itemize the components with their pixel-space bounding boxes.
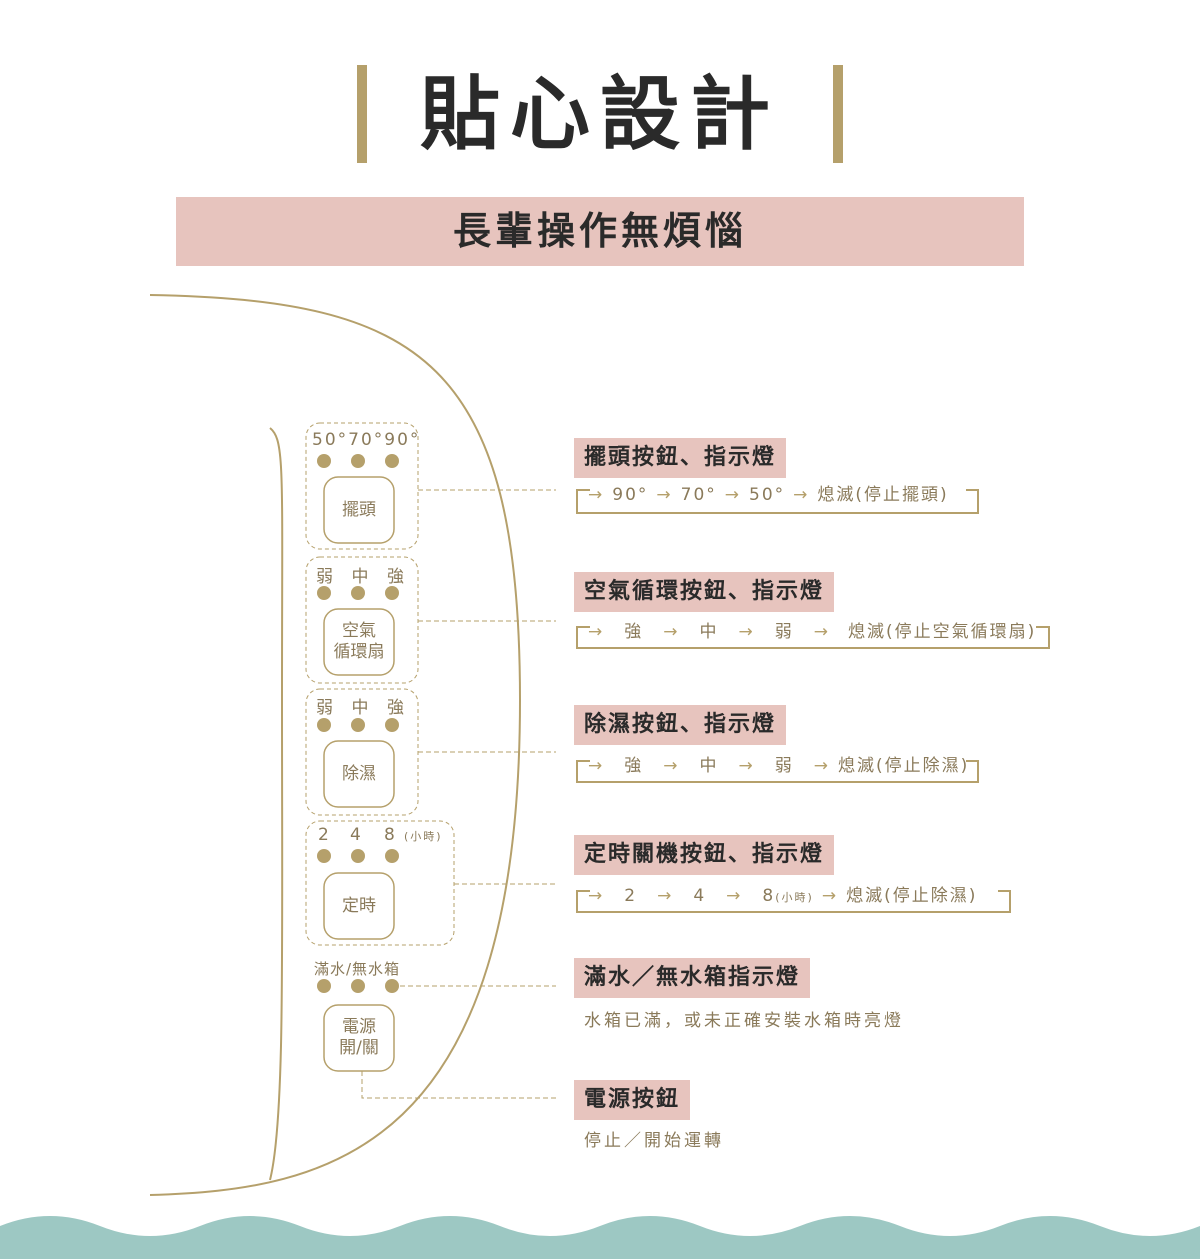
cycle-step: 8 [762, 886, 776, 906]
swing-indicator-labels: 50°70°90° [312, 430, 421, 450]
cycle-end: 熄滅(停止除濕) [846, 886, 978, 906]
cycle-step: 弱 [774, 622, 794, 642]
cycle-step: 4 [693, 886, 707, 906]
indicator-dot [317, 718, 331, 732]
indicator-label-weak: 弱 [316, 567, 335, 587]
indicator-dot [351, 979, 365, 993]
dehumid-cycle-bracket [576, 760, 979, 783]
indicator-label-mid: 中 [351, 698, 371, 718]
swing-annotation-tag: 擺頭按鈕、指示燈 [574, 438, 787, 478]
dehumid-button[interactable]: 除濕 [342, 764, 376, 784]
cycle-step-unit: (小時) [775, 891, 814, 904]
swing-cycle-bracket [576, 489, 979, 514]
indicator-dot [385, 454, 399, 468]
indicator-label-weak: 弱 [316, 698, 335, 718]
indicator-dot [317, 849, 331, 863]
power-button-line1: 電源 [342, 1017, 376, 1037]
indicator-label-strong: 強 [387, 698, 406, 718]
timer-cycle-bracket [576, 890, 1011, 913]
aircirc-cycle-sequence: →強→中→弱→熄滅(停止空氣循環扇) [588, 622, 1037, 642]
swing-group-box [305, 422, 419, 550]
indicator-dot [385, 586, 399, 600]
aircirc-group-box [305, 556, 419, 684]
indicator-label-8h: 8 [384, 825, 397, 845]
cycle-step: 中 [699, 756, 719, 776]
power-annotation-desc: 停止／開始運轉 [584, 1131, 724, 1151]
indicator-dot [385, 979, 399, 993]
water-indicator-label: 滿水/無水箱 [314, 960, 401, 978]
aircirc-cycle-bracket [576, 626, 1050, 649]
cycle-step: 2 [624, 886, 638, 906]
indicator-label-mid: 中 [351, 567, 371, 587]
aircirc-button-shape[interactable] [323, 608, 395, 676]
swing-button-shape[interactable] [323, 476, 395, 544]
cycle-end: 熄滅(停止除濕) [838, 756, 970, 776]
indicator-dot [351, 586, 365, 600]
timer-cycle-sequence: →2→4→8(小時)→熄滅(停止除濕) [588, 886, 978, 906]
dehumid-indicator-labels: 弱 中 強 [316, 693, 406, 718]
indicator-label-strong: 強 [387, 567, 406, 587]
indicator-label-4h: 4 [350, 825, 363, 845]
title-right-bar [833, 65, 843, 163]
dehumid-button-shape[interactable] [323, 740, 395, 808]
dehumid-annotation-tag: 除濕按鈕、指示燈 [574, 705, 787, 745]
indicator-dot [385, 849, 399, 863]
indicator-dot [317, 586, 331, 600]
water-annotation-tag: 滿水／無水箱指示燈 [574, 958, 811, 998]
timer-button[interactable]: 定時 [342, 896, 376, 916]
page-title: 貼心設計 [420, 68, 780, 161]
timer-annotation-tag: 定時關機按鈕、指示燈 [574, 835, 835, 875]
timer-button-shape[interactable] [323, 872, 395, 940]
decorative-wave [0, 1216, 1200, 1259]
panel-edge [269, 427, 284, 1181]
aircirc-button-line1: 空氣 [342, 621, 376, 641]
cycle-step: 50° [749, 485, 786, 505]
power-leader-line [361, 1071, 556, 1099]
cycle-step: 90° [612, 485, 649, 505]
cycle-step: 弱 [774, 756, 794, 776]
indicator-dot [351, 849, 365, 863]
device-outline [149, 294, 522, 1196]
power-button-line2: 開/關 [339, 1038, 379, 1058]
indicator-dot [351, 454, 365, 468]
water-annotation-desc: 水箱已滿，或未正確安裝水箱時亮燈 [584, 1011, 904, 1031]
indicator-dot [317, 979, 331, 993]
aircirc-button[interactable]: 空氣 循環扇 [324, 621, 394, 663]
cycle-step: 強 [624, 622, 644, 642]
timer-group-box [305, 820, 455, 946]
subtitle-banner: 長輩操作無煩惱 [176, 197, 1024, 266]
indicator-dot [317, 454, 331, 468]
indicator-label-2h: 2 [318, 825, 331, 845]
power-button-shape[interactable] [323, 1004, 395, 1072]
cycle-end: 熄滅(停止空氣循環扇) [848, 622, 1037, 642]
swing-button[interactable]: 擺頭 [342, 500, 376, 520]
title-area: 貼心設計 [0, 60, 1200, 170]
power-annotation-tag: 電源按鈕 [574, 1080, 691, 1120]
power-button[interactable]: 電源 開/關 [324, 1017, 394, 1059]
cycle-step: 70° [680, 485, 717, 505]
cycle-end: 熄滅(停止擺頭) [817, 485, 949, 505]
aircirc-button-line2: 循環扇 [333, 642, 385, 662]
indicator-dot [385, 718, 399, 732]
indicator-dot [351, 718, 365, 732]
title-left-bar [357, 65, 367, 163]
aircirc-annotation-tag: 空氣循環按鈕、指示燈 [574, 572, 835, 612]
cycle-step: 中 [699, 622, 719, 642]
aircirc-indicator-labels: 弱 中 強 [316, 562, 406, 587]
dehumid-cycle-sequence: →強→中→弱→熄滅(停止除濕) [588, 756, 970, 776]
timer-unit-label: (小時) [404, 830, 443, 843]
cycle-step: 強 [624, 756, 644, 776]
swing-cycle-sequence: →90°→70°→50°→熄滅(停止擺頭) [588, 485, 949, 505]
